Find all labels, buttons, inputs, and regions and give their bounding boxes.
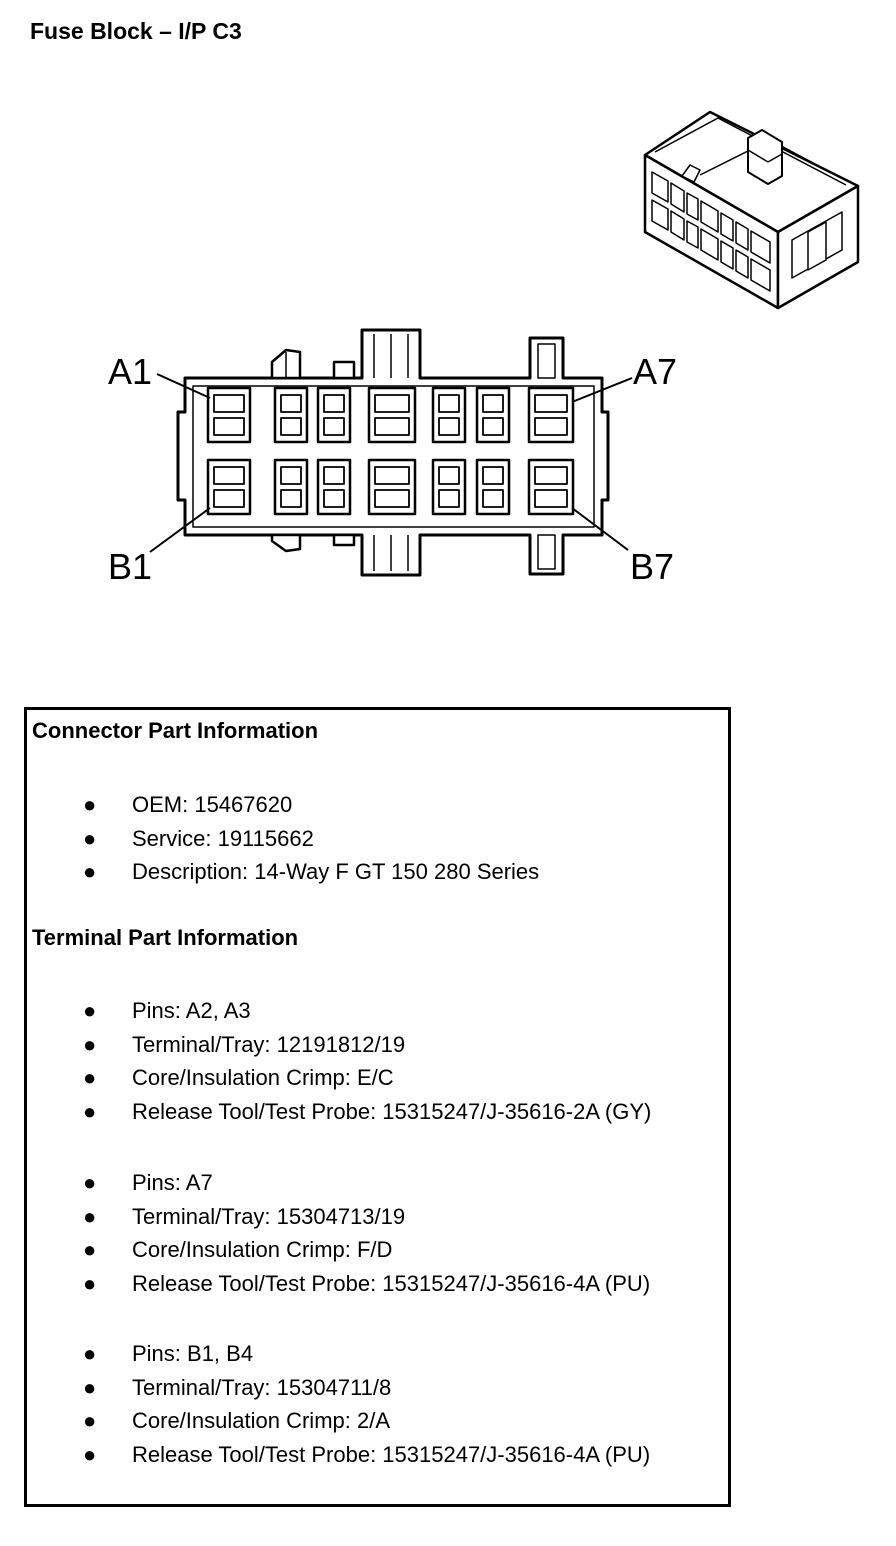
bullet-icon: ● xyxy=(83,792,97,817)
bullet-icon: ● xyxy=(83,1270,97,1296)
cavity-a5 xyxy=(431,386,467,444)
list-item-text: Terminal/Tray: 15304713/19 xyxy=(132,1203,406,1229)
connector-3d-view xyxy=(643,110,860,310)
list-item-text: Release Tool/Test Probe: 15315247/J-3561… xyxy=(132,1441,651,1467)
list-item-text: Pins: A7 xyxy=(132,1170,213,1195)
cavity-b7 xyxy=(527,458,575,516)
terminal-info-heading: Terminal Part Information xyxy=(32,925,299,950)
list-item-text: Release Tool/Test Probe: 15315247/J-3561… xyxy=(132,1270,651,1296)
bullet-icon: ● xyxy=(83,1441,97,1467)
list-item-text: OEM: 15467620 xyxy=(132,792,293,817)
pin-label-b1: B1 xyxy=(108,546,152,587)
bullet-icon: ● xyxy=(83,1203,97,1229)
list-item-text: Pins: A2, A3 xyxy=(132,998,251,1023)
bullet-icon: ● xyxy=(83,825,97,851)
part-info-box: Connector Part Information ● OEM: 154676… xyxy=(24,707,731,1507)
cavity-a2 xyxy=(273,386,309,444)
connector-diagram: A1 A7 B1 B7 xyxy=(108,110,860,587)
leader-a7 xyxy=(571,377,633,403)
pin-label-b7: B7 xyxy=(630,546,674,587)
cavity-a6 xyxy=(475,386,511,444)
cavity-row-a xyxy=(206,386,575,444)
list-item-text: Service: 19115662 xyxy=(132,825,314,851)
cavity-b1 xyxy=(206,458,252,516)
bullet-icon: ● xyxy=(83,1237,97,1262)
cavity-a4 xyxy=(367,386,417,444)
bullet-icon: ● xyxy=(83,1170,97,1195)
bullet-icon: ● xyxy=(83,1408,97,1433)
list-item-text: Release Tool/Test Probe: 15315247/J-3561… xyxy=(132,1098,652,1124)
connector-3d-cavities xyxy=(651,171,771,292)
list-item-text: Core/Insulation Crimp: F/D xyxy=(132,1237,393,1262)
cavity-a3 xyxy=(316,386,352,444)
connector-housing xyxy=(176,328,610,577)
pin-label-a1: A1 xyxy=(108,351,152,392)
cavity-b6 xyxy=(475,458,511,516)
list-item-text: Pins: B1, B4 xyxy=(132,1341,254,1366)
cavity-b3 xyxy=(316,458,352,516)
connector-info-heading: Connector Part Information xyxy=(32,718,319,743)
pin-label-a7: A7 xyxy=(633,351,677,392)
cavity-b5 xyxy=(431,458,467,516)
cavity-b2 xyxy=(273,458,309,516)
leader-b1 xyxy=(149,507,211,553)
list-item-text: Core/Insulation Crimp: E/C xyxy=(132,1065,394,1090)
bullet-icon: ● xyxy=(83,1065,97,1090)
list-item-text: Terminal/Tray: 12191812/19 xyxy=(132,1031,406,1057)
page-title: Fuse Block – I/P C3 xyxy=(30,18,242,44)
connector-3d-latch xyxy=(747,129,783,185)
leader-a1 xyxy=(156,373,211,399)
cavity-a1 xyxy=(206,386,252,444)
bullet-icon: ● xyxy=(83,1098,97,1124)
bullet-icon: ● xyxy=(83,859,97,884)
connector-face-view xyxy=(149,328,633,577)
bullet-icon: ● xyxy=(83,1341,97,1366)
cavity-a7 xyxy=(527,386,575,444)
leader-b7 xyxy=(571,507,629,551)
cavity-row-b xyxy=(206,458,575,516)
cavity-b4 xyxy=(367,458,417,516)
bullet-icon: ● xyxy=(83,998,97,1023)
bullet-icon: ● xyxy=(83,1374,97,1400)
list-item-text: Description: 14-Way F GT 150 280 Series xyxy=(132,859,540,884)
list-item-text: Terminal/Tray: 15304711/8 xyxy=(132,1374,392,1400)
bullet-icon: ● xyxy=(83,1031,97,1057)
list-item-text: Core/Insulation Crimp: 2/A xyxy=(132,1408,390,1433)
